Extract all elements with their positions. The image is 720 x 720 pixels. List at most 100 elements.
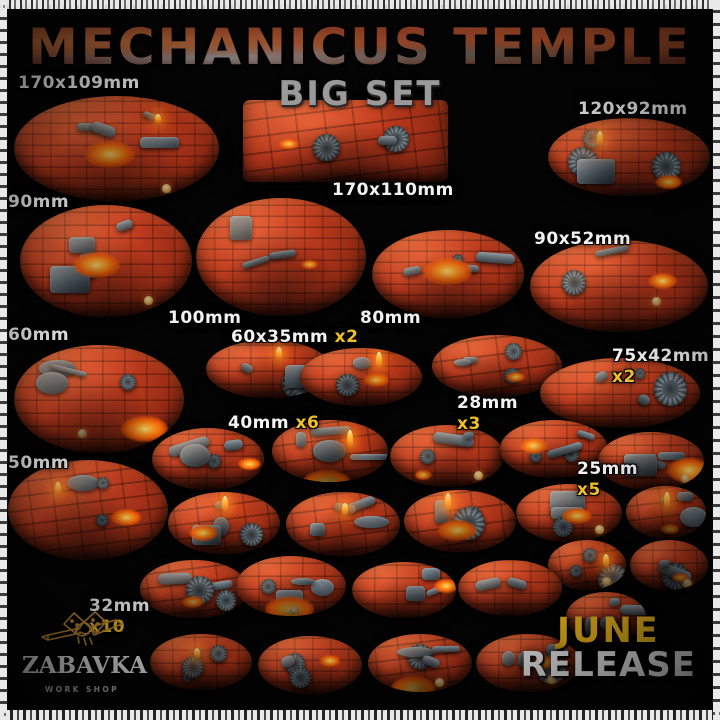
pipe-detail: [464, 264, 480, 273]
size-label-quantity: x3: [457, 414, 481, 434]
skull-detail: [143, 296, 153, 306]
size-label-value: 170x109mm: [18, 73, 140, 93]
miniature-base: [404, 490, 516, 552]
gear-icon: [185, 576, 214, 605]
brick-texture: [258, 636, 362, 694]
miniature-base: [372, 230, 524, 318]
miniature-base: [458, 560, 562, 616]
size-label-value: 170x110mm: [332, 180, 454, 200]
miniature-base: [300, 348, 422, 406]
machinery-detail: [676, 491, 694, 501]
miniature-base: [548, 118, 710, 196]
gear-icon: [504, 367, 520, 384]
gear-icon: [529, 449, 542, 462]
skull-detail: [434, 677, 444, 687]
candle-flame: [376, 352, 383, 368]
skull-detail: [594, 524, 604, 534]
brick-texture: [20, 205, 192, 317]
size-label-value: 100mm: [168, 308, 242, 328]
miniature-base: [286, 492, 400, 556]
machinery-detail: [658, 452, 686, 461]
miniature-base: [530, 240, 708, 332]
gear-icon: [313, 134, 340, 161]
size-label: 50mm: [8, 453, 69, 473]
candle-flame: [55, 481, 62, 495]
machinery-detail: [501, 650, 515, 666]
size-label: 170x109mm: [18, 73, 140, 93]
gear-icon: [651, 152, 681, 182]
release-month: JUNE: [557, 611, 660, 652]
miniature-base: [258, 636, 362, 694]
page-title: MECHANICUS TEMPLE: [0, 22, 720, 72]
machinery-detail: [405, 585, 425, 601]
gear-icon: [452, 253, 463, 264]
machinery-detail: [140, 137, 180, 148]
candle-flame: [664, 492, 671, 510]
miniature-base: [630, 540, 708, 590]
gear-icon: [96, 476, 109, 490]
size-label: 100mm: [168, 308, 241, 328]
pipe-detail: [378, 135, 398, 146]
miniature-base: [152, 428, 264, 490]
torn-edge-top: [0, 0, 720, 11]
machinery-detail: [576, 159, 615, 185]
size-label-value: 90mm: [8, 192, 70, 212]
size-label-value: 40mm: [228, 413, 290, 433]
machinery-detail: [67, 474, 100, 492]
release-callout: JUNE RELEASE: [521, 611, 696, 684]
size-label-value: 75x42mm: [612, 346, 710, 366]
size-label: 40mm x6: [228, 413, 319, 433]
candle-flame: [154, 113, 161, 123]
machinery-detail: [421, 568, 441, 581]
size-label: 170x110mm: [332, 180, 454, 200]
machinery-detail: [312, 439, 346, 463]
dice-pencil-icon: [22, 608, 142, 654]
size-label: 60x35mm x2: [231, 327, 358, 347]
gear-icon: [216, 590, 237, 611]
brick-texture: [372, 230, 524, 318]
size-label-quantity: x2: [328, 327, 359, 347]
candle-flame: [602, 553, 609, 567]
machinery-detail: [68, 237, 96, 253]
size-label-value: 50mm: [8, 453, 70, 473]
machinery-detail: [354, 515, 389, 529]
brand-name: ZABAVKA: [22, 652, 147, 679]
size-label: 80mm: [360, 308, 421, 328]
brand-logo: ZABAVKA WORK SHOP: [22, 608, 147, 700]
miniature-base: [150, 634, 252, 690]
candle-flame: [276, 347, 283, 360]
skull-detail: [162, 183, 172, 193]
machinery-detail: [310, 522, 325, 537]
candle-flame: [444, 493, 451, 510]
miniature-base: [168, 492, 280, 554]
size-label: 90mm: [8, 192, 69, 212]
brick-texture: [458, 560, 562, 616]
gear-icon: [598, 563, 626, 590]
miniature-base: [236, 556, 346, 616]
miniature-base: [368, 634, 472, 692]
machinery-detail: [296, 431, 306, 448]
size-label-value: 60mm: [8, 325, 70, 345]
size-label-quantity: x2: [612, 367, 636, 387]
size-label-value: 25mm: [577, 459, 639, 479]
machinery-detail: [49, 266, 91, 294]
machinery-detail: [353, 356, 371, 369]
machinery-detail: [35, 372, 68, 394]
size-label: 120x92mm: [578, 99, 688, 119]
torn-edge-bottom: [0, 705, 720, 720]
machinery-detail: [680, 507, 706, 528]
machinery-detail: [192, 525, 222, 545]
miniature-base: [390, 425, 504, 487]
size-label-value: 120x92mm: [578, 99, 688, 119]
skull-detail: [652, 296, 662, 306]
skull-detail: [473, 471, 483, 481]
gear-icon: [290, 667, 311, 688]
machinery-detail: [229, 215, 253, 240]
candle-flame: [346, 430, 353, 449]
miniature-base: [352, 562, 456, 618]
gear-icon: [120, 373, 137, 390]
size-label-quantity: x5: [577, 480, 601, 500]
